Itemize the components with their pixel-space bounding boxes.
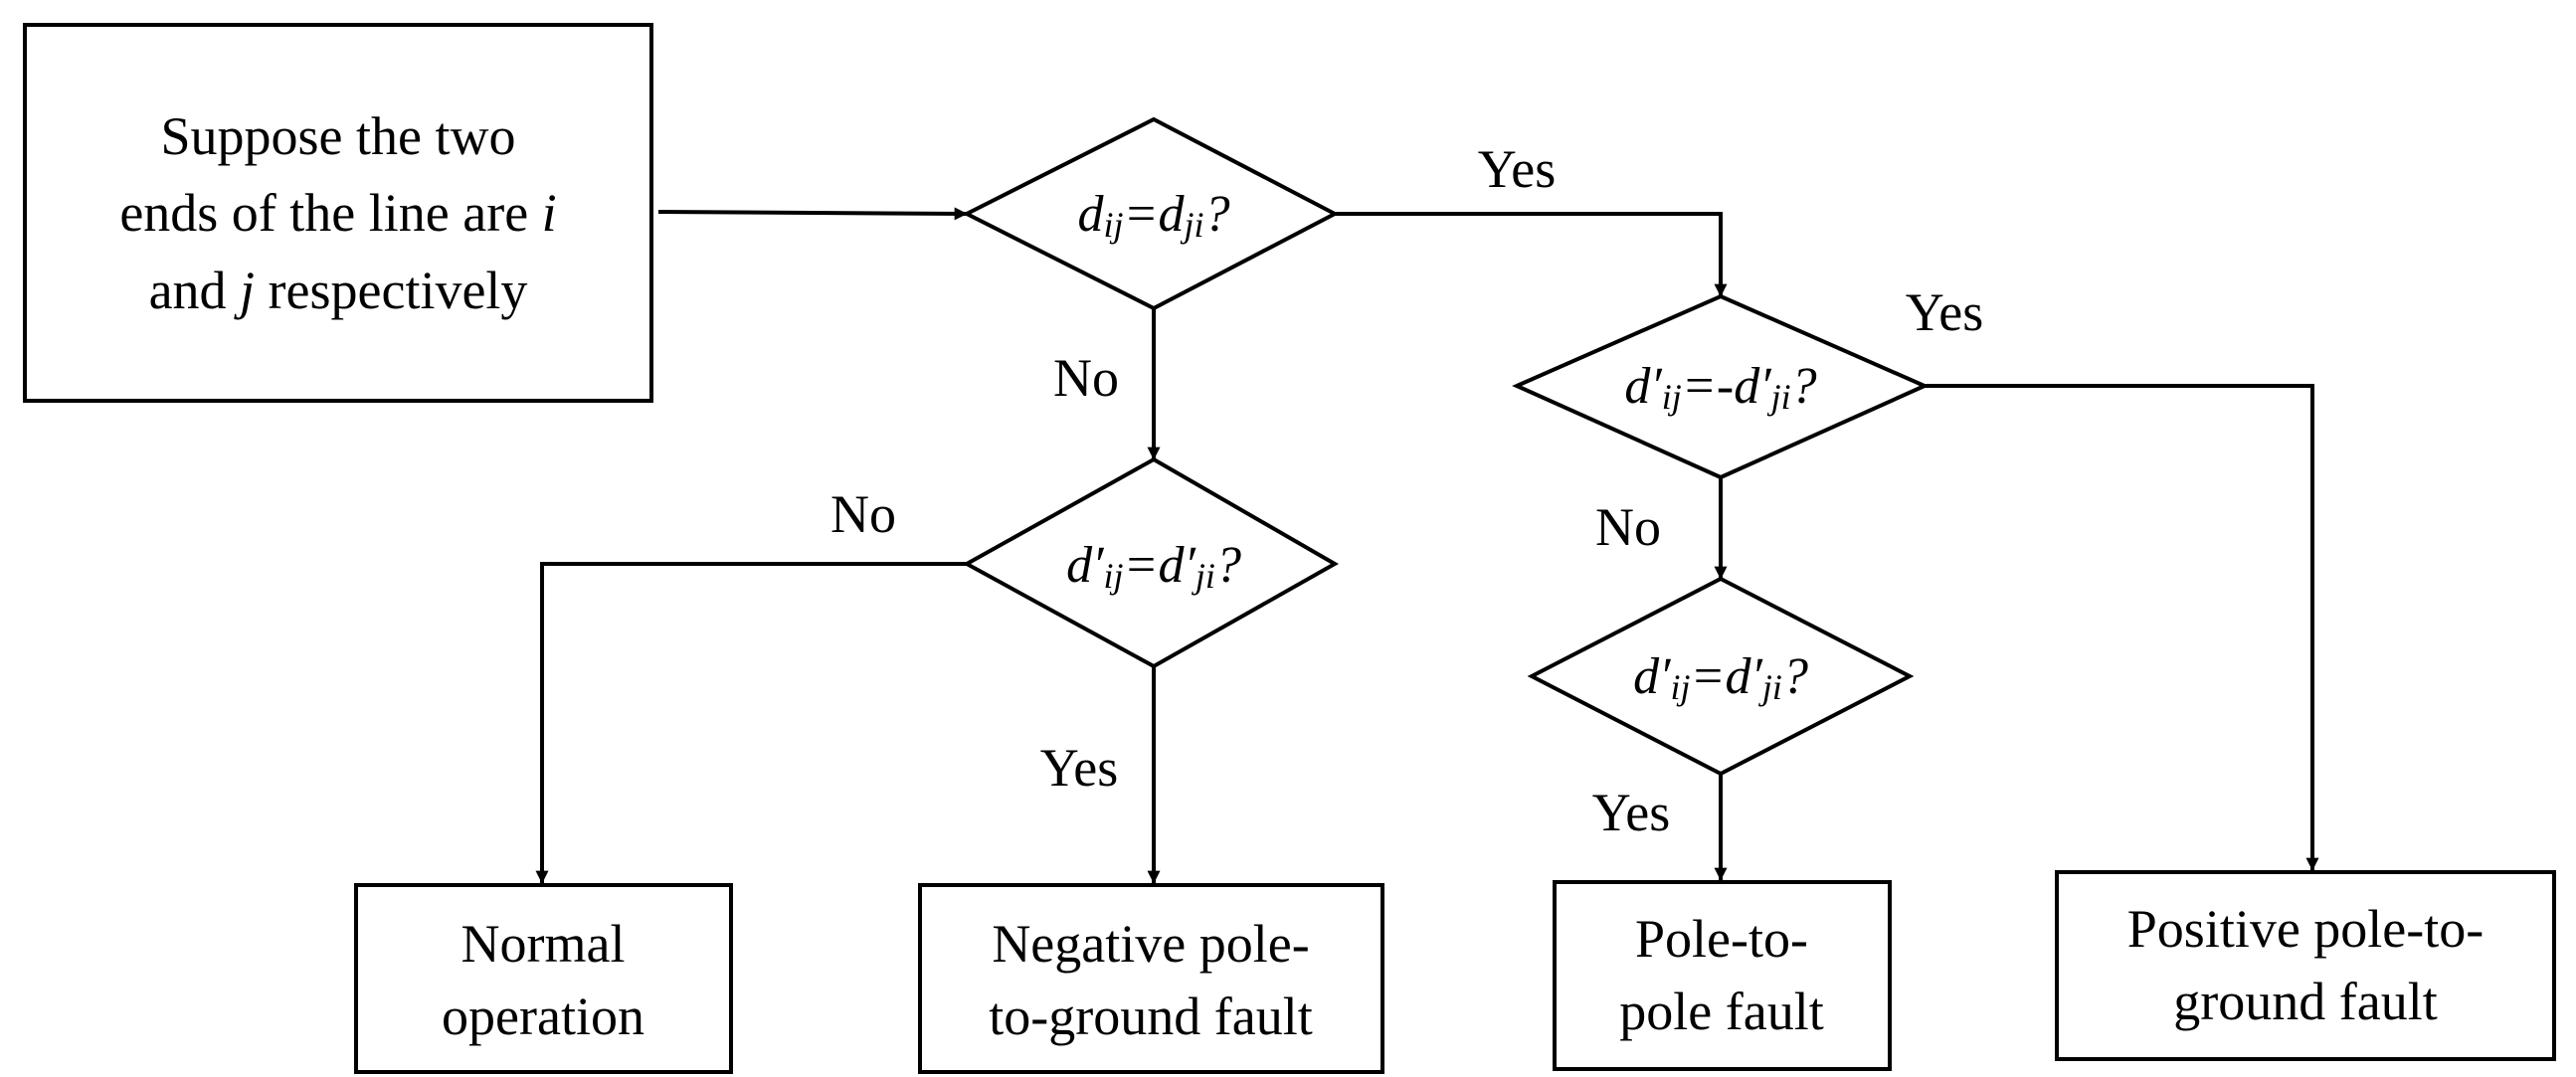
decision-d3-condition: d′ij=-d′ji?: [1624, 358, 1816, 417]
outcome-pole-line-2: pole fault: [1619, 982, 1823, 1041]
outcome-pole-line-1: Pole-to-: [1635, 909, 1808, 969]
edge-label-d1-yes: Yes: [1478, 139, 1557, 199]
edge-label-d2-yes: Yes: [1040, 738, 1119, 798]
decision-d1-condition: dij=dji?: [1077, 186, 1229, 245]
edge-label-d3-no: No: [1595, 497, 1661, 557]
connector-start-to-d1: [657, 207, 968, 221]
outcome-normal-operation: Normal operation: [354, 883, 733, 1074]
connector-d3-yes-to-positive: [1925, 384, 2319, 871]
edge-label-d1-no: No: [1053, 348, 1119, 408]
outcome-normal-line-1: Normal: [461, 914, 626, 974]
decision-d2: d′ij=d′ji?: [962, 456, 1340, 669]
start-line-1: Suppose the two: [161, 106, 516, 166]
decision-d2-condition: d′ij=d′ji?: [1066, 537, 1241, 596]
start-line-2: ends of the line are i: [119, 183, 556, 243]
decision-d4: d′ij=d′ji?: [1527, 576, 1915, 777]
start-line-3: and j respectively: [149, 261, 528, 320]
outcome-positive-line-1: Positive pole-to-: [2127, 899, 2484, 959]
outcome-negative-line-2: to-ground fault: [989, 987, 1312, 1046]
outcome-negative-line-1: Negative pole-: [992, 914, 1309, 974]
outcome-negative-fault: Negative pole- to-ground fault: [918, 883, 1384, 1074]
outcome-positive-line-2: ground fault: [2173, 972, 2437, 1031]
edge-label-d3-yes: Yes: [1906, 282, 1984, 342]
decision-d4-condition: d′ij=d′ji?: [1633, 648, 1808, 707]
outcome-positive-fault: Positive pole-to- ground fault: [2055, 870, 2556, 1061]
outcome-pole-to-pole-fault: Pole-to- pole fault: [1553, 880, 1892, 1071]
decision-d3: d′ij=-d′ji?: [1512, 293, 1930, 480]
connector-d2-no-to-normal: [535, 562, 967, 884]
connector-d1-yes-to-d3: [1335, 212, 1728, 297]
start-box: Suppose the two ends of the line are i a…: [23, 23, 653, 403]
edge-label-d2-no: No: [830, 484, 896, 544]
decision-d1: dij=dji?: [962, 116, 1340, 311]
outcome-normal-line-2: operation: [442, 987, 644, 1046]
edge-label-d4-yes: Yes: [1592, 783, 1671, 842]
